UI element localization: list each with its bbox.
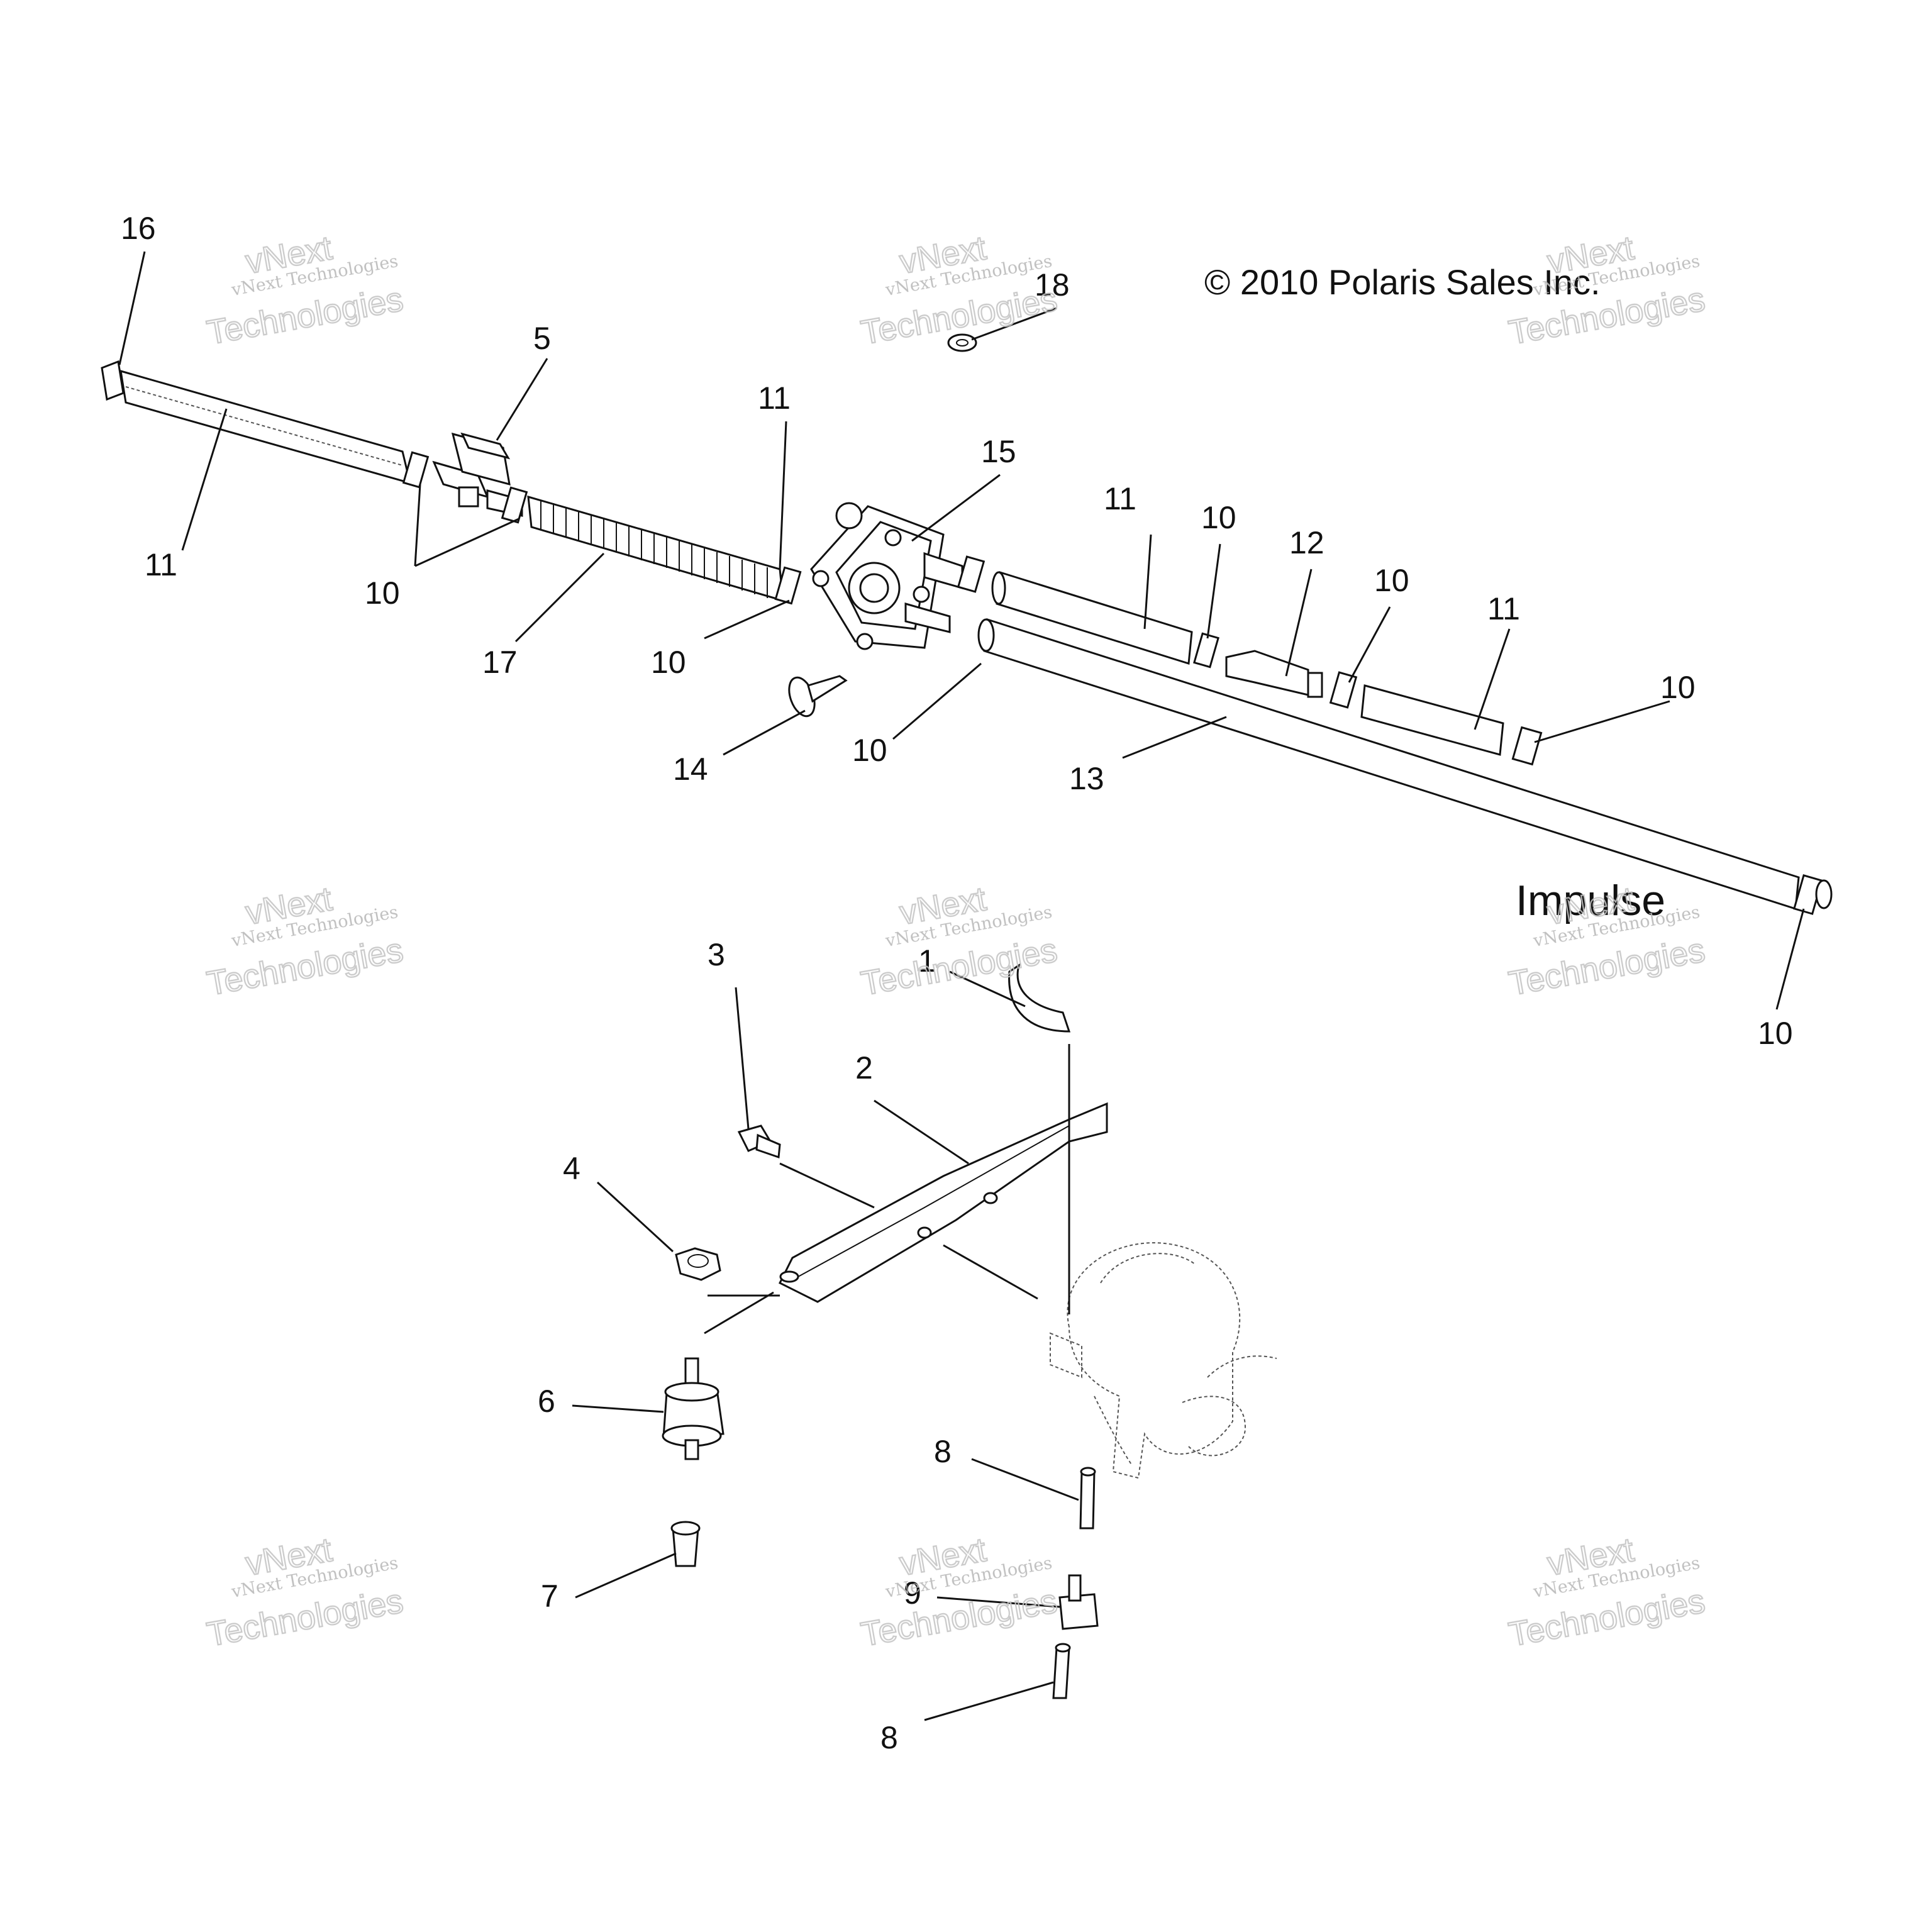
callout-11-center: 11 [1104,481,1136,516]
part-10-clamp-d [957,555,985,593]
watermark-2: vNext Technologies vNext Technologies [857,228,1060,353]
leader-lines [118,251,1805,1721]
callout-7: 7 [541,1579,558,1614]
callout-11-left: 11 [145,547,177,582]
watermark-4: vNext Technologies vNext Technologies [203,879,406,1004]
callout-6: 6 [538,1384,555,1419]
fuel-line-assembly [101,333,1833,915]
part-10-clamp-g [1511,726,1543,766]
callout-4: 4 [563,1151,580,1186]
callout-10-left: 10 [365,575,400,611]
callout-11-top: 11 [758,380,791,416]
part-11-hose-left [119,369,412,485]
part-16-cap [101,360,125,401]
model-label: Impulse [1516,877,1665,924]
part-2-bracket [778,1102,1108,1303]
part-4-nut [675,1247,721,1281]
part-18-washer [947,333,977,352]
part-10-clamp-c [774,566,802,605]
watermark-8: vNext Technologies vNext Technologies [857,1530,1060,1655]
callout-10-end: 10 [1758,1016,1793,1051]
callout-15: 15 [981,434,1016,469]
callout-8-top: 8 [934,1434,952,1469]
callout-labels: 16 5 11 11 10 17 10 15 18 11 10 12 10 11… [121,211,1793,1755]
callout-8-bottom: 8 [880,1720,898,1755]
watermark-1: vNext Technologies vNext Technologies [203,228,406,353]
carburetor-ghost [1050,1242,1277,1479]
bracket-assembly [662,963,1277,1699]
callout-10-pump: 10 [651,645,686,680]
part-8-pin-top [1079,1470,1096,1530]
part-10-clamp-a [402,451,430,489]
watermarks: vNext Technologies vNext Technologies vN… [203,228,1708,1655]
part-5-stem [458,486,479,508]
callout-2: 2 [855,1050,873,1085]
callout-1: 1 [918,943,936,979]
callout-12: 12 [1289,525,1324,560]
part-13-long-tube [983,618,1800,910]
part-10-clamp-e [1193,632,1219,669]
callout-16: 16 [121,211,156,246]
watermark-7: vNext Technologies vNext Technologies [203,1530,406,1655]
callout-11-right: 11 [1487,591,1520,626]
callout-13: 13 [1069,761,1104,796]
part-11-hose-right [1360,684,1504,756]
part-1-vent-hose [1008,963,1071,1033]
copyright-text: © 2010 Polaris Sales Inc. [1204,262,1601,302]
callout-10-right: 10 [1660,670,1696,705]
callout-14: 14 [673,752,708,787]
callout-10-center: 10 [1201,500,1236,535]
callout-5: 5 [533,321,551,356]
part-10-clamp-b [501,486,528,524]
callout-3: 3 [708,937,725,972]
callout-9: 9 [904,1575,921,1611]
watermark-9: vNext Technologies vNext Technologies [1505,1530,1708,1655]
part-12-filter [1225,650,1309,696]
part-8-pin-bottom [1052,1646,1070,1699]
callout-10-filter: 10 [1374,563,1409,598]
callout-17: 17 [482,645,518,680]
watermark-5: vNext Technologies vNext Technologies [857,879,1060,1004]
part-9-fitting [1058,1593,1099,1630]
callout-18: 18 [1035,267,1070,303]
callout-10-tube: 10 [852,733,887,768]
